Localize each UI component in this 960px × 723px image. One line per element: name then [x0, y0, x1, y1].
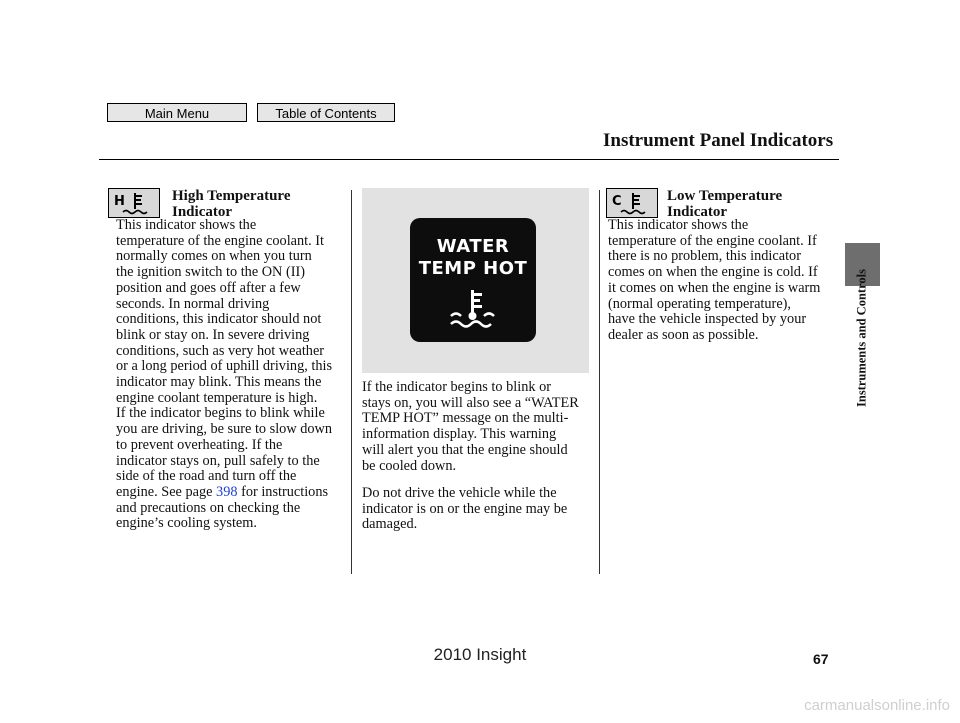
high-temperature-indicator-icon: H — [108, 188, 160, 218]
middle-paragraph-1: If the indicator begins to blink or stay… — [362, 379, 579, 474]
multi-information-display: WATER TEMP HOT — [410, 218, 536, 342]
section-tab — [845, 243, 880, 286]
display-line-2: TEMP HOT — [418, 258, 528, 279]
low-temperature-indicator-icon: C — [606, 188, 658, 218]
section-tab-label: Instruments and Controls — [854, 269, 869, 407]
display-line-1: WATER — [436, 236, 510, 257]
table-of-contents-button[interactable]: Table of Contents — [257, 103, 395, 122]
low-temperature-title-line1: Low Temperature — [667, 188, 783, 204]
svg-text:C: C — [612, 194, 622, 209]
svg-text:H: H — [114, 194, 125, 209]
high-temperature-body-text: This indicator shows the temperature of … — [116, 217, 333, 500]
warning-display-image: WATER TEMP HOT — [362, 188, 589, 373]
watermark: carmanualsonline.info — [804, 697, 950, 714]
page-number: 67 — [813, 651, 829, 667]
low-temperature-title: Low Temperature Indicator — [667, 188, 782, 220]
high-temperature-title-line2: Indicator — [172, 204, 232, 220]
page-title: Instrument Panel Indicators — [603, 130, 834, 151]
column-divider-right — [599, 190, 600, 574]
column-divider-left — [351, 190, 352, 574]
coolant-temperature-icon — [450, 290, 495, 328]
low-temperature-title-line2: Indicator — [667, 204, 727, 220]
high-temperature-body-text-end: for instructions and precautions on chec… — [116, 483, 329, 532]
high-temperature-body: This indicator shows the temperature of … — [116, 217, 333, 532]
main-menu-button[interactable]: Main Menu — [107, 103, 247, 122]
header-divider — [99, 159, 839, 160]
high-temperature-title-line1: High Temperature — [172, 188, 291, 204]
page-398-link[interactable]: 398 — [216, 483, 238, 500]
high-temperature-title: High Temperature Indicator — [172, 188, 290, 220]
low-temperature-body: This indicator shows the temperature of … — [608, 217, 821, 343]
middle-paragraph-2: Do not drive the vehicle while the indic… — [362, 485, 568, 533]
model-footer: 2010 Insight — [433, 645, 527, 664]
